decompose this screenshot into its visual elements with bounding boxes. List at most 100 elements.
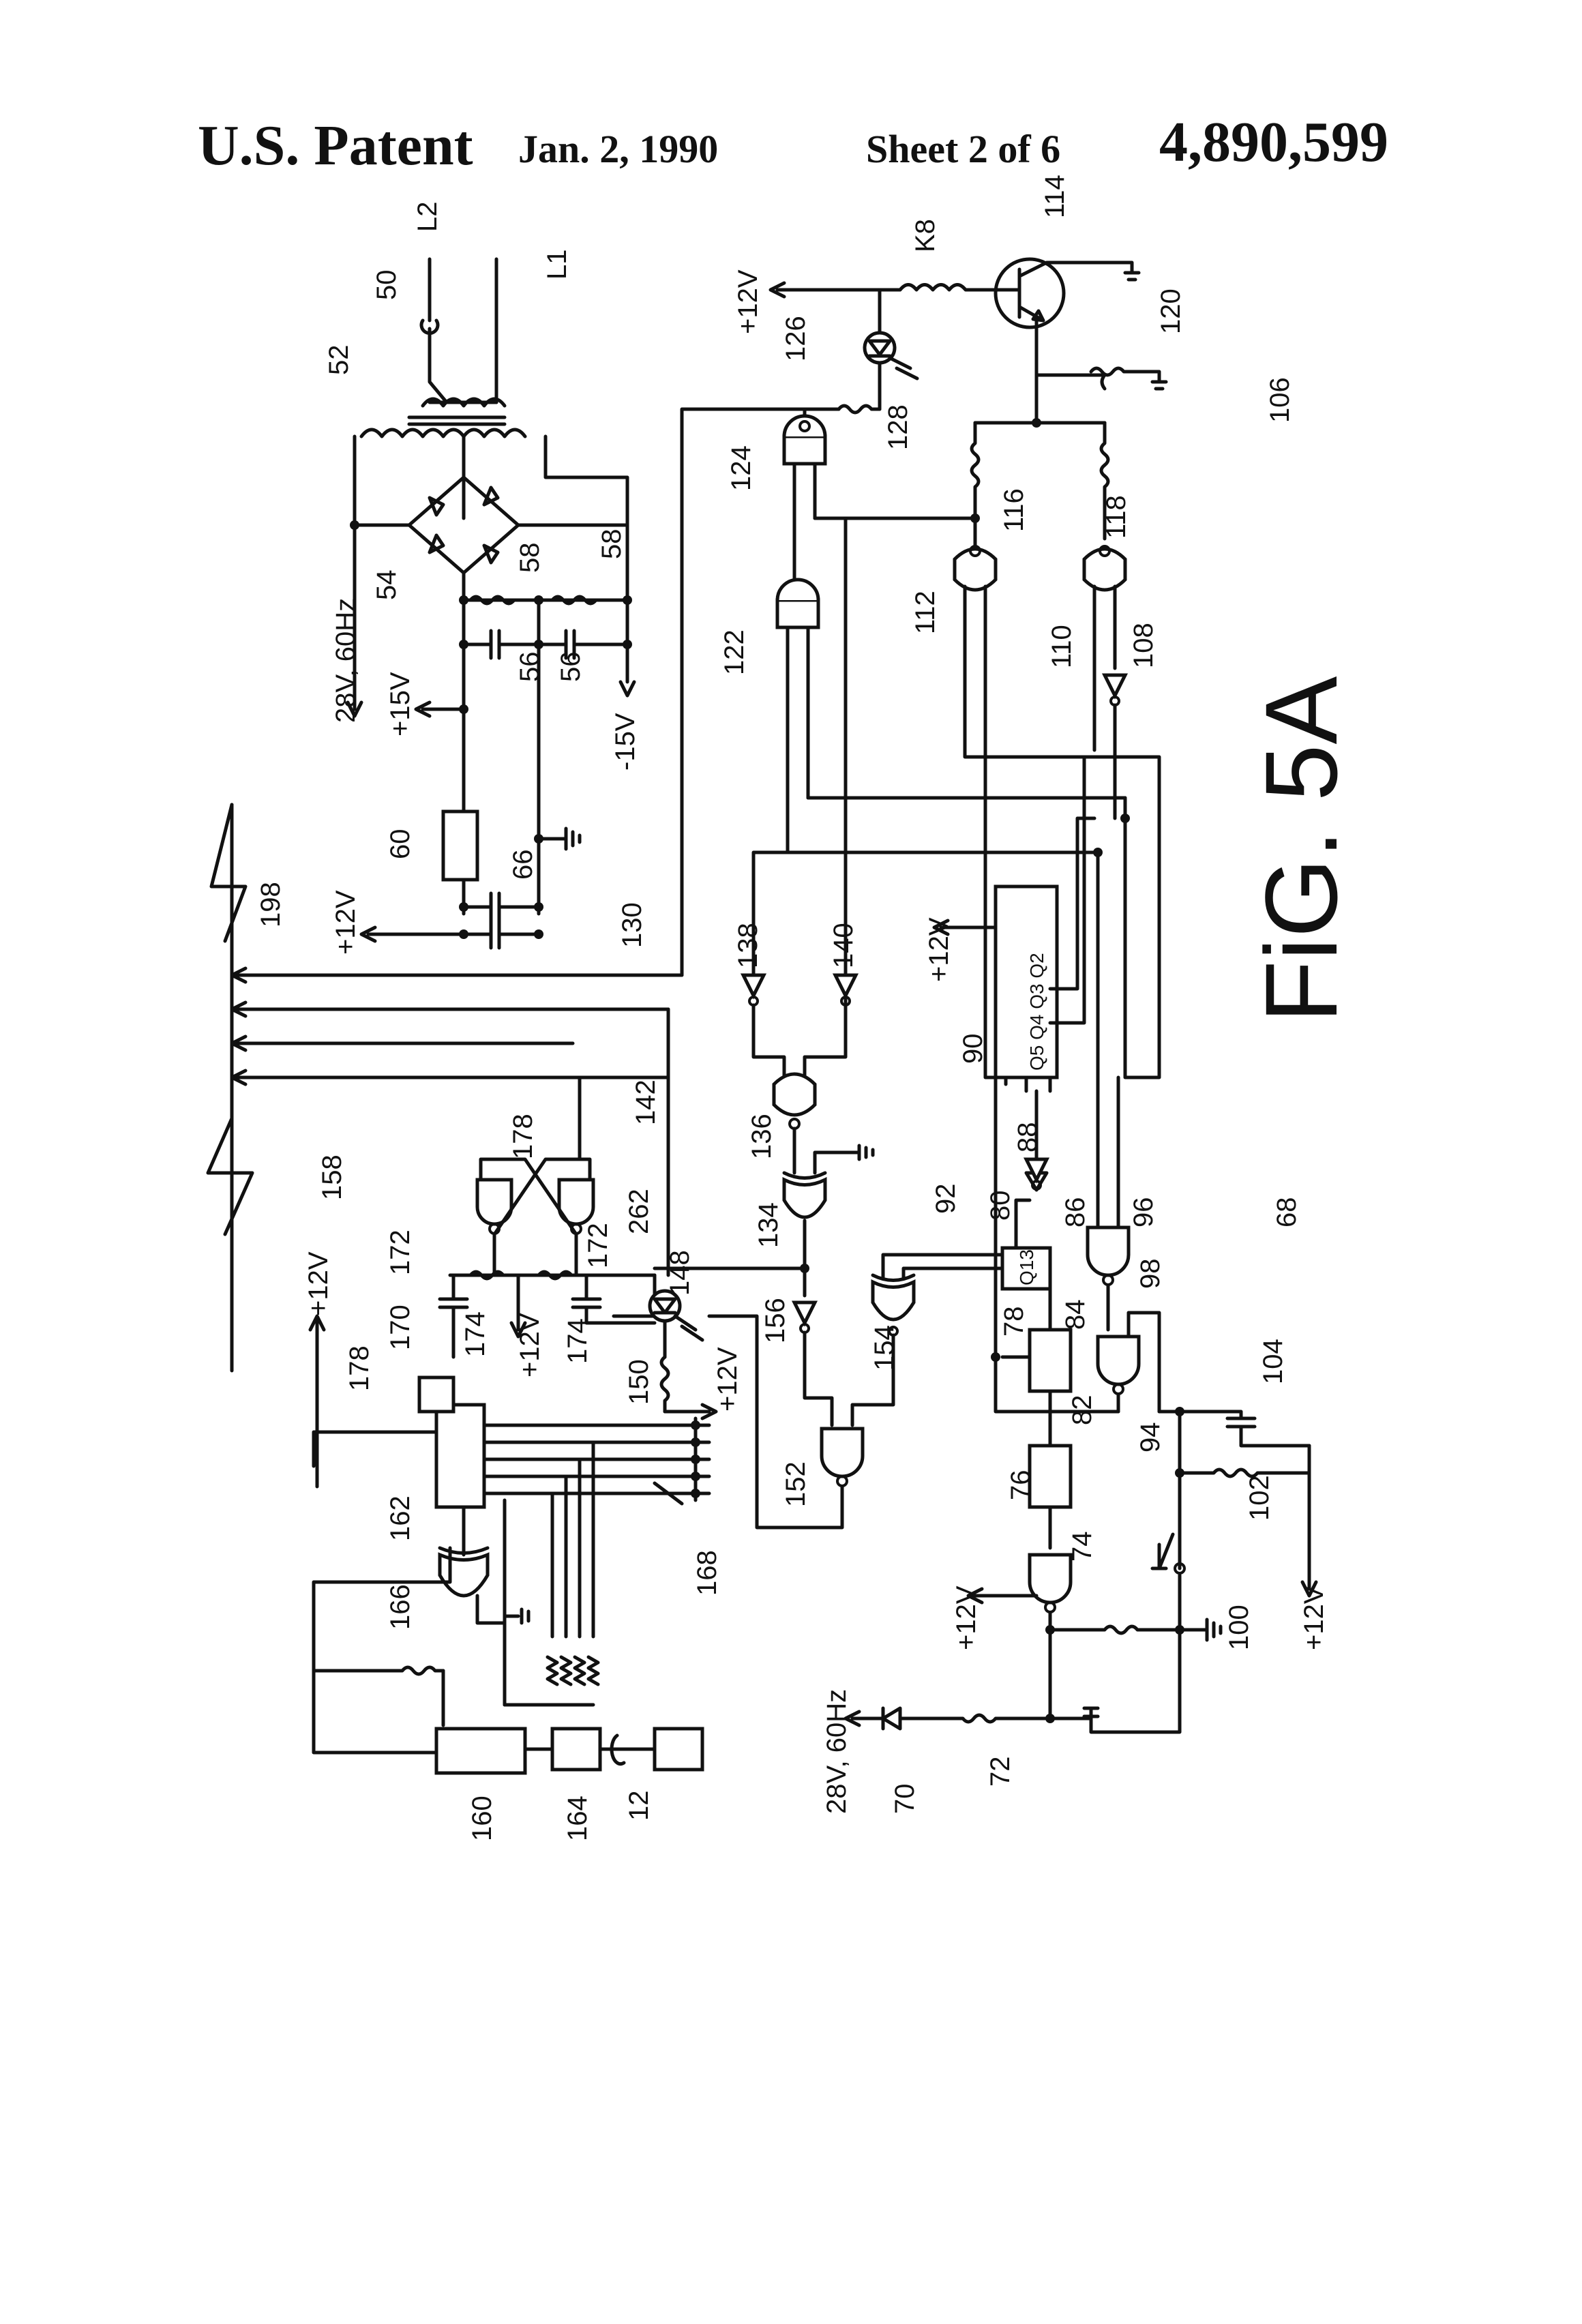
- block-178: [419, 1377, 453, 1412]
- xor-134-ground: [815, 1146, 873, 1173]
- label-92: 92: [931, 1184, 961, 1215]
- label-112: 112: [910, 591, 940, 634]
- label-54: 54: [372, 570, 402, 601]
- label-170: 170: [385, 1305, 415, 1350]
- xor-154-inputs: [883, 1255, 1002, 1279]
- nand-gate-96: [1088, 1227, 1129, 1275]
- label-164: 164: [563, 1796, 593, 1841]
- label-plus15v: +15V: [385, 672, 415, 736]
- led-148-rays: [675, 1316, 702, 1340]
- label-102: 102: [1244, 1475, 1274, 1521]
- label-plus12v-150: +12V: [713, 1347, 743, 1412]
- label-166: 166: [385, 1584, 415, 1630]
- label-52: 52: [324, 345, 354, 376]
- label-120: 120: [1156, 288, 1186, 334]
- switch-100: [1152, 1528, 1180, 1568]
- label-72: 72: [985, 1757, 1015, 1787]
- ff-outputs: [494, 1234, 576, 1275]
- pulldown-leads: [552, 1442, 593, 1637]
- label-174b: 174: [563, 1318, 593, 1364]
- nand-gate-94: [1098, 1337, 1139, 1384]
- regulator-60: [443, 811, 477, 880]
- xor-gate-134: [784, 1180, 825, 1217]
- label-80: 80: [985, 1191, 1015, 1221]
- inverter-138: [743, 975, 764, 996]
- block-76: [1030, 1446, 1071, 1507]
- label-58b: 58: [597, 529, 627, 560]
- label-160: 160: [467, 1796, 497, 1841]
- label-116: 116: [999, 488, 1029, 532]
- label-134: 134: [753, 1202, 783, 1248]
- label-76: 76: [1006, 1470, 1036, 1501]
- label-50: 50: [372, 270, 402, 301]
- xor-134-arc: [784, 1173, 825, 1178]
- logic-gates: [655, 416, 1316, 1732]
- and-gate-122: [777, 600, 818, 627]
- and-gate-122-arc: [777, 580, 818, 600]
- block-164: [552, 1729, 600, 1770]
- bus-break-top: [211, 805, 245, 941]
- bus-taps: [232, 975, 682, 1077]
- label-60: 60: [385, 829, 415, 860]
- label-82: 82: [1067, 1395, 1097, 1426]
- label-154: 154: [869, 1325, 899, 1371]
- and-124-inputs: [794, 464, 815, 580]
- label-118: 118: [1101, 495, 1131, 539]
- bus-tap-arrows: [232, 968, 245, 1084]
- inverter-140: [835, 975, 856, 996]
- label-88: 88: [1013, 1122, 1043, 1153]
- wire-to-160: [314, 1637, 443, 1753]
- label-124: 124: [726, 445, 756, 491]
- figure-label: FiG. 5A: [1244, 676, 1358, 1023]
- label-156: 156: [760, 1298, 790, 1343]
- resistor-160-bias: [314, 1667, 443, 1674]
- label-178b: 178: [344, 1345, 374, 1391]
- label-110: 110: [1047, 625, 1077, 668]
- feedback-loop: [1084, 757, 1159, 1077]
- xor-gate-154: [873, 1282, 914, 1320]
- label-plus12v-102: +12V: [1299, 1585, 1329, 1650]
- block-12: [655, 1729, 702, 1770]
- inverter-108: [1105, 675, 1125, 696]
- label-58a: 58: [515, 543, 545, 573]
- switch-100-ground: [1180, 1575, 1221, 1718]
- label-plus12v-left: +12V: [303, 1251, 333, 1316]
- label-130: 130: [617, 902, 647, 948]
- label-98: 98: [1135, 1259, 1165, 1290]
- label-12: 12: [624, 1791, 654, 1821]
- ground-symbol-reg: [539, 829, 580, 849]
- pulldown-resistors: [548, 1657, 598, 1684]
- relay-coil-k8: [900, 285, 996, 290]
- label-minus15v: -15V: [610, 713, 640, 771]
- label-100: 100: [1224, 1605, 1254, 1650]
- wire-262: [614, 1275, 655, 1316]
- label-162: 162: [385, 1495, 415, 1541]
- label-68: 68: [1272, 1197, 1302, 1228]
- label-plus12v-90: +12V: [924, 917, 954, 982]
- label-66: 66: [508, 850, 538, 880]
- resistor-120: [1036, 368, 1166, 389]
- gate-bus-lines: [788, 798, 1125, 852]
- arrow-minus15v: [621, 682, 634, 696]
- label-140: 140: [829, 923, 859, 968]
- label-142: 142: [631, 1079, 661, 1125]
- counter-pins: [1006, 1077, 1050, 1091]
- label-70: 70: [890, 1784, 920, 1815]
- capacitor-input: [1084, 1708, 1180, 1732]
- wire-162-ground: [314, 1432, 436, 1466]
- encoder-162: [436, 1405, 484, 1507]
- label-152: 152: [781, 1461, 811, 1507]
- block-78: [1030, 1330, 1071, 1391]
- resistor-74-bias: [1050, 1626, 1180, 1633]
- resistor-126: [839, 406, 880, 413]
- label-28v-bottom: 28V, 60Hz: [822, 1689, 852, 1814]
- label-198: 198: [256, 882, 286, 927]
- label-172b: 172: [583, 1223, 613, 1268]
- xor-166-wiring: [314, 1507, 528, 1637]
- and-gate-124: [784, 436, 825, 464]
- label-262: 262: [624, 1189, 654, 1234]
- label-84: 84: [1060, 1300, 1090, 1330]
- xor-154-arc: [873, 1275, 914, 1281]
- transformer-secondary: [361, 430, 525, 436]
- label-174a: 174: [460, 1311, 490, 1357]
